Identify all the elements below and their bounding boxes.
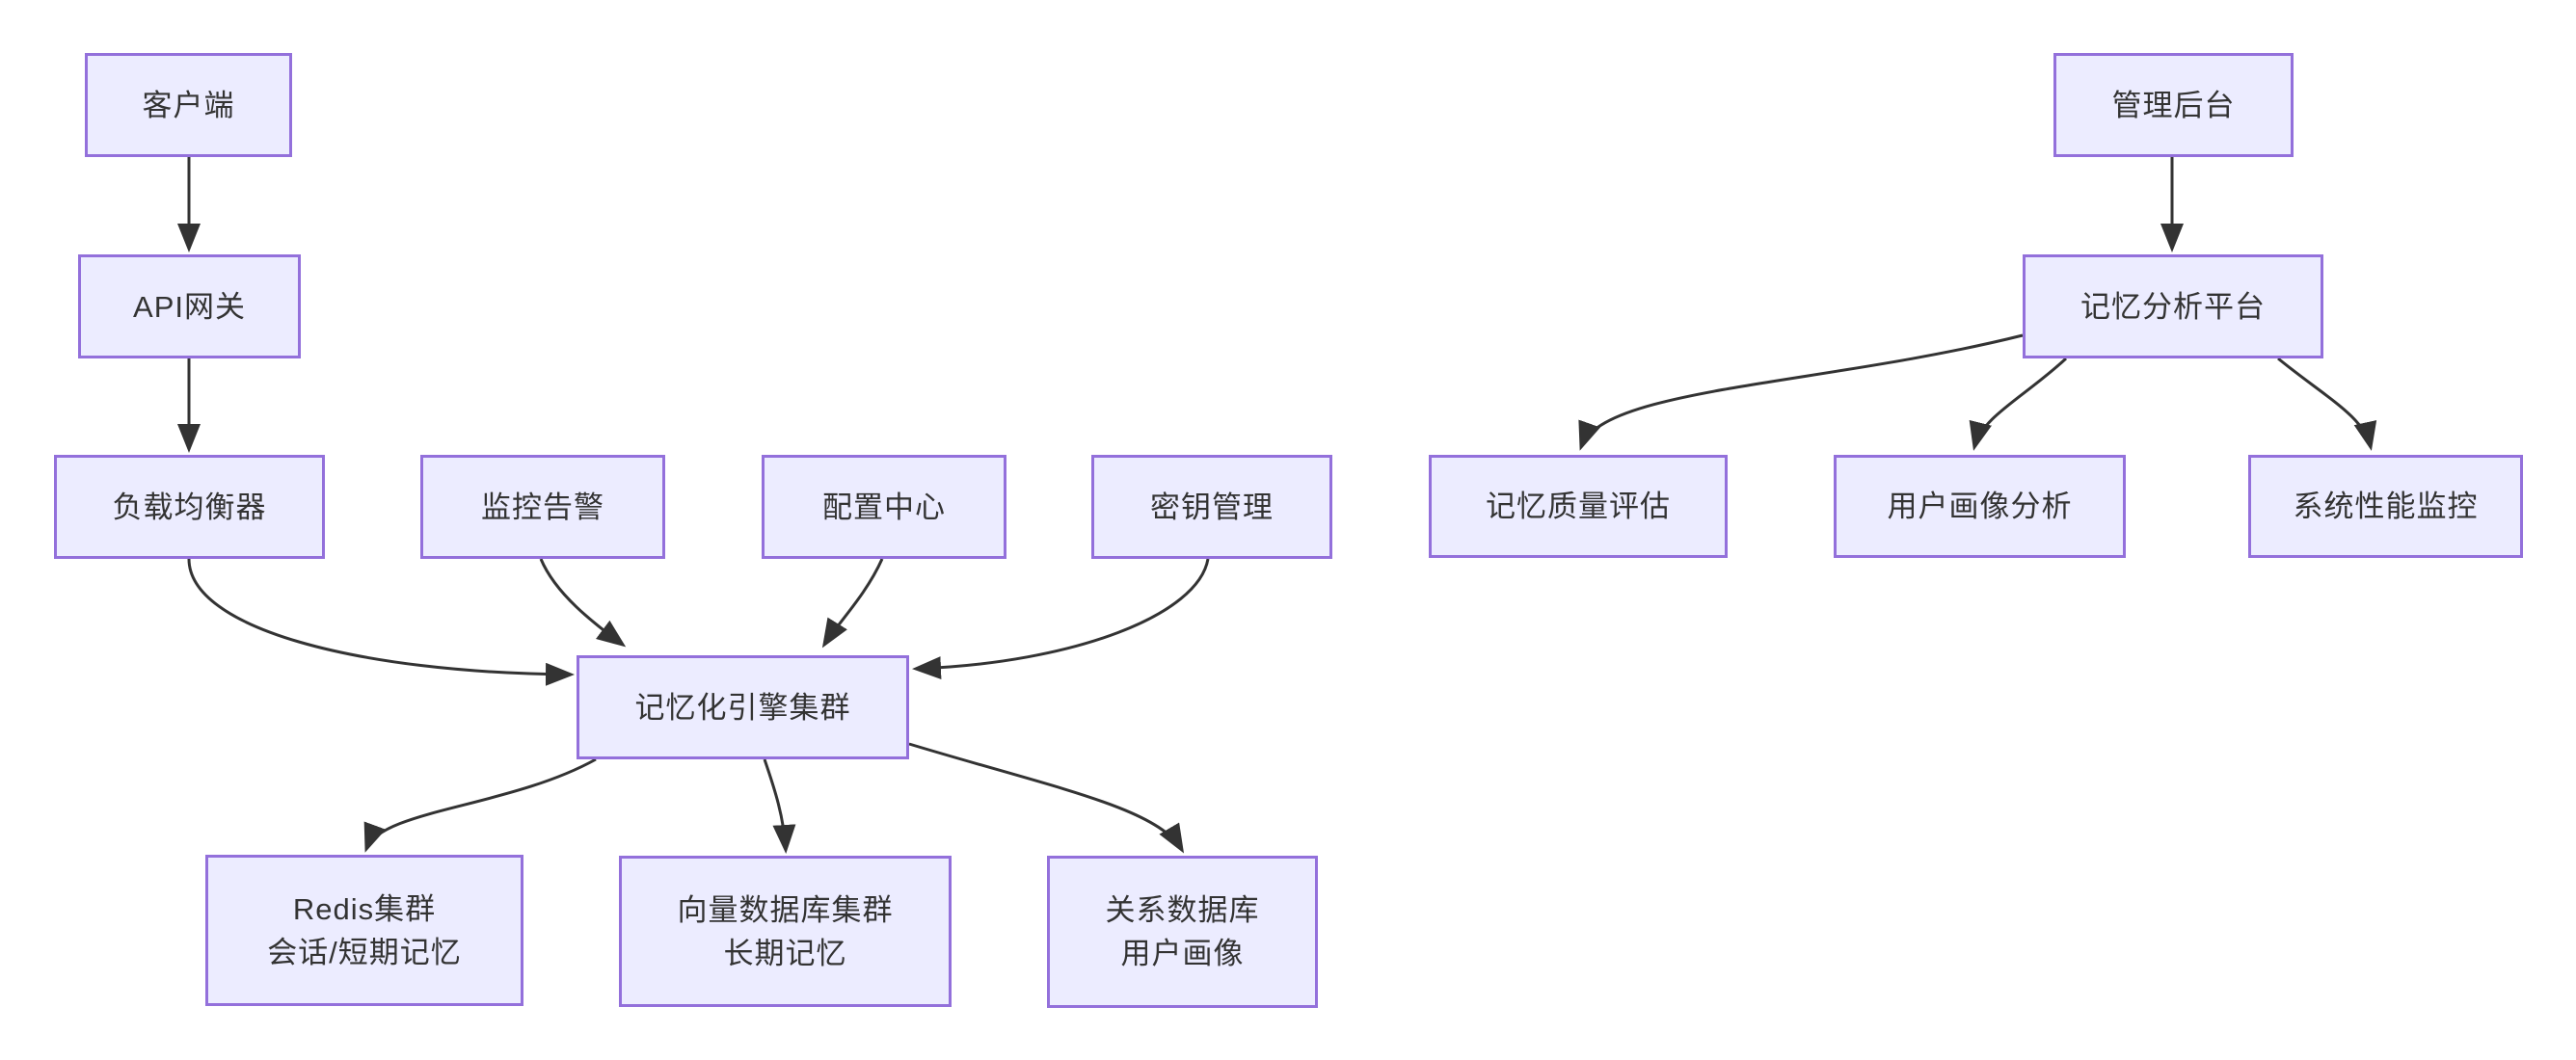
- node-client-label: 客户端: [142, 88, 235, 122]
- node-config-center-label: 配置中心: [822, 490, 946, 524]
- node-memo-engine-cluster-label: 记忆化引擎集群: [634, 690, 851, 725]
- node-key-management-label: 密钥管理: [1150, 490, 1274, 524]
- node-memo-engine-cluster: 记忆化引擎集群: [577, 655, 909, 759]
- edge-config-center-to-memo-engine-cluster: [821, 558, 884, 649]
- node-load-balancer-label: 负载均衡器: [112, 490, 267, 524]
- node-api-gateway-label: API网关: [133, 289, 246, 324]
- edge-memo-engine-cluster-to-relational-db: [908, 742, 1185, 854]
- node-api-gateway: API网关: [78, 254, 301, 358]
- node-user-profile-analysis: 用户画像分析: [1834, 455, 2126, 558]
- edge-load-balancer-to-memo-engine-cluster: [187, 558, 575, 686]
- node-relational-db: 关系数据库用户画像: [1047, 856, 1318, 1008]
- node-memory-quality-eval: 记忆质量评估: [1429, 455, 1728, 558]
- node-relational-db-label: 用户画像: [1120, 937, 1245, 970]
- node-redis-cluster: Redis集群会话/短期记忆: [205, 855, 523, 1006]
- node-redis-cluster-label: Redis集群: [292, 891, 437, 926]
- node-client: 客户端: [85, 53, 292, 157]
- node-monitoring-alert: 监控告警: [420, 455, 665, 559]
- edge-memory-analysis-platform-to-user-profile-analysis: [1969, 357, 2068, 451]
- edge-memo-engine-cluster-to-redis-cluster: [363, 757, 597, 853]
- node-redis-cluster-label: 会话/短期记忆: [267, 935, 462, 969]
- edge-memory-analysis-platform-to-memory-quality-eval: [1578, 333, 2024, 451]
- node-system-performance-monitoring: 系统性能监控: [2248, 455, 2523, 558]
- edge-monitoring-alert-to-memo-engine-cluster: [539, 558, 627, 648]
- node-admin-console-label: 管理后台: [2111, 88, 2236, 122]
- node-monitoring-alert-label: 监控告警: [481, 490, 604, 524]
- node-memory-quality-eval-label: 记忆质量评估: [1486, 490, 1671, 523]
- node-admin-console: 管理后台: [2053, 53, 2294, 157]
- edge-memo-engine-cluster-to-vector-db-cluster: [763, 758, 796, 854]
- node-vector-db-cluster-label: 长期记忆: [723, 936, 847, 970]
- node-system-performance-monitoring-label: 系统性能监控: [2293, 490, 2479, 523]
- node-vector-db-cluster-label: 向量数据库集群: [677, 892, 894, 927]
- node-memory-analysis-platform: 记忆分析平台: [2023, 254, 2323, 358]
- node-key-management: 密钥管理: [1091, 455, 1332, 559]
- node-load-balancer: 负载均衡器: [54, 455, 325, 559]
- node-user-profile-analysis-label: 用户画像分析: [1887, 490, 2073, 523]
- edge-memory-analysis-platform-to-system-performance-monitoring: [2277, 357, 2377, 451]
- node-config-center: 配置中心: [762, 455, 1006, 559]
- edge-key-management-to-memo-engine-cluster: [912, 558, 1210, 680]
- node-relational-db-label: 关系数据库: [1105, 893, 1260, 927]
- node-vector-db-cluster: 向量数据库集群长期记忆: [619, 856, 952, 1007]
- node-memory-analysis-platform-label: 记忆分析平台: [2080, 289, 2266, 324]
